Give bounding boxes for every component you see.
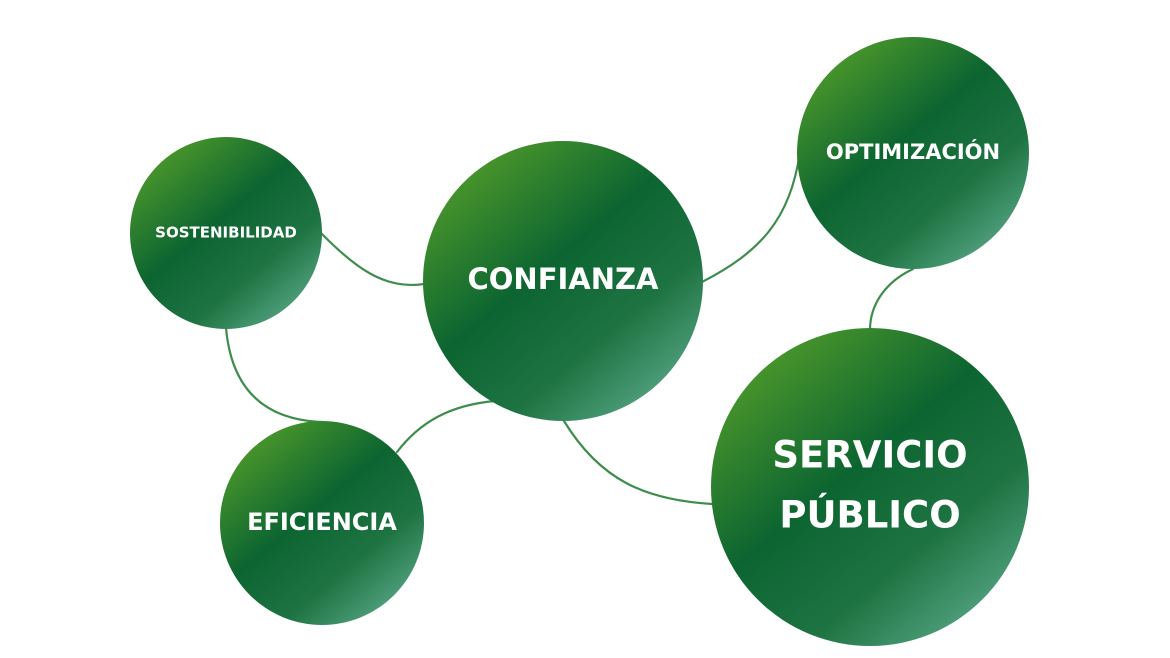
connector-confianza-servicio-publico	[562, 419, 714, 506]
node-sostenibilidad: SOSTENIBILIDAD	[130, 137, 322, 329]
node-label-servicio-publico: SERVICIO	[772, 434, 967, 477]
node-circle-optimizacion	[797, 37, 1029, 269]
node-label-confianza: CONFIANZA	[468, 262, 660, 296]
connector-confianza-eficiencia	[395, 399, 497, 454]
node-circle-eficiencia	[220, 421, 424, 625]
node-circle-confianza	[423, 141, 703, 421]
node-optimizacion: OPTIMIZACIÓN	[797, 37, 1029, 269]
connector-optimizacion-servicio-publico	[868, 267, 915, 332]
connector-sostenibilidad-eficiencia	[224, 326, 324, 424]
node-label-eficiencia: EFICIENCIA	[247, 508, 397, 536]
node-eficiencia: EFICIENCIA	[220, 421, 424, 625]
connector-sostenibilidad-confianza	[318, 230, 426, 287]
connector-confianza-optimizacion	[700, 150, 802, 284]
node-label-optimizacion: OPTIMIZACIÓN	[826, 139, 1000, 164]
node-circle-sostenibilidad	[130, 137, 322, 329]
node-label-sostenibilidad: SOSTENIBILIDAD	[155, 224, 297, 242]
node-confianza: CONFIANZA	[423, 141, 703, 421]
node-circle-servicio-publico	[711, 328, 1029, 646]
node-servicio-publico: SERVICIO PÚBLICO	[711, 328, 1029, 646]
concept-nodes: SOSTENIBILIDAD CONFIANZA OPTIMIZACIÓN EFICI…	[130, 37, 1029, 646]
node-label-servicio-publico: PÚBLICO	[779, 493, 960, 537]
connector-lines	[224, 150, 915, 506]
